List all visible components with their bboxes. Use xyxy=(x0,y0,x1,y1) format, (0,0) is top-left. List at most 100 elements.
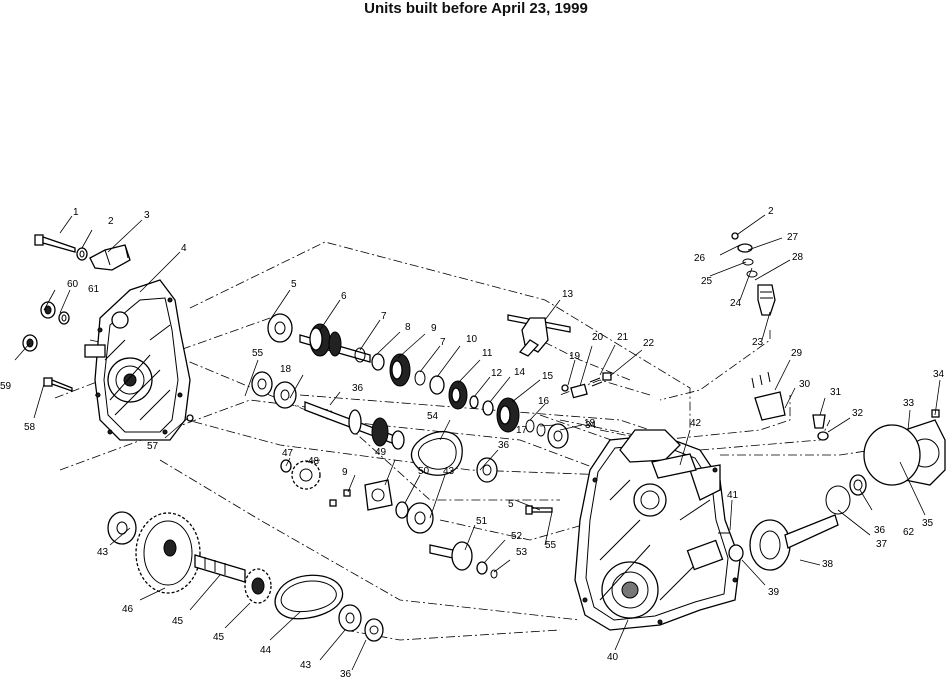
bracket-part-3 xyxy=(89,244,131,271)
callout-label: 9 xyxy=(342,467,348,478)
callout-label: 36 xyxy=(340,669,352,677)
callout-label: 33 xyxy=(903,398,915,409)
washer-part-2 xyxy=(76,247,88,261)
callout-label: 55 xyxy=(545,540,557,551)
callout-label: 55 xyxy=(252,348,264,359)
callout-label: 31 xyxy=(830,387,842,398)
rings-parts-7-10 xyxy=(414,370,445,395)
bearing-parts-36-18-left xyxy=(251,371,297,409)
rings-parts-51-45 xyxy=(395,501,434,534)
callout-label: 21 xyxy=(617,332,629,343)
callout-leaders xyxy=(14,214,941,671)
shaft-part-52 xyxy=(429,541,473,571)
bearing-part-5-lower xyxy=(476,457,498,483)
callout-label: 5 xyxy=(291,279,297,290)
rings-parts-16-17 xyxy=(525,419,546,437)
callout-label: 9 xyxy=(431,323,437,334)
output-shaft-part-38 xyxy=(749,514,839,571)
detent-parts-19-22 xyxy=(561,372,612,399)
callout-label: 5 xyxy=(508,499,514,510)
callout-label: 46 xyxy=(122,604,134,615)
shaft-part-57 xyxy=(304,401,405,450)
callout-label: 11 xyxy=(482,348,493,359)
callout-label: 57 xyxy=(147,441,159,452)
callout-label: 35 xyxy=(922,518,934,529)
bearing-part-43-left xyxy=(107,511,137,545)
callout-label: 8 xyxy=(405,322,411,333)
left-cover-housing xyxy=(84,279,191,441)
callout-label: 62 xyxy=(903,527,915,538)
bearing-parts-43-36-lower xyxy=(338,604,384,642)
shaft-part-46 xyxy=(194,554,246,583)
callout-label: 49 xyxy=(375,447,387,458)
callout-label: 51 xyxy=(476,516,488,527)
callout-label: 38 xyxy=(822,559,834,570)
callout-label: 36 xyxy=(498,440,510,451)
gear-part-9 xyxy=(389,353,411,387)
bracket-parts-29-30 xyxy=(751,371,786,421)
rings-parts-7-8 xyxy=(354,347,385,371)
rings-parts-12-14 xyxy=(469,395,494,416)
callout-label: 40 xyxy=(607,652,619,663)
callout-label: 48 xyxy=(308,456,320,467)
callout-label: 18 xyxy=(280,364,292,375)
callout-label: 1 xyxy=(73,207,79,218)
callout-label: 52 xyxy=(511,531,523,542)
callout-labels: 1 2 3 4 5 6 7 8 9 7 10 11 12 13 14 15 16… xyxy=(0,206,945,677)
seal-rings-36-37 xyxy=(825,474,867,515)
callout-label: 14 xyxy=(514,367,526,378)
callout-label: 6 xyxy=(341,291,347,302)
callout-label: 25 xyxy=(701,276,713,287)
callout-label: 24 xyxy=(730,298,742,309)
callout-label: 27 xyxy=(787,232,799,243)
bearing-part-18-right xyxy=(547,423,569,449)
callout-label: 43 xyxy=(97,547,109,558)
callout-label: 23 xyxy=(752,337,764,348)
main-transmission-housing xyxy=(574,429,741,631)
sensor-stack-parts-23-28 xyxy=(731,232,776,316)
shift-fork-part-13 xyxy=(507,314,571,357)
callout-label: 4 xyxy=(181,243,187,254)
callout-label: 10 xyxy=(466,334,478,345)
callout-label: 3 xyxy=(144,210,150,221)
callout-label: 58 xyxy=(24,422,36,433)
callout-label: 12 xyxy=(491,368,503,379)
bracket-part-50-34 xyxy=(329,479,393,511)
large-gear-part-47 xyxy=(135,512,201,594)
bearing-part-5-upper xyxy=(267,313,293,343)
callout-label: 41 xyxy=(727,490,739,501)
gear-shaft-part-6 xyxy=(299,323,371,363)
chain-part-44 xyxy=(274,574,344,620)
callout-label: 60 xyxy=(67,279,79,290)
gear-part-11 xyxy=(448,380,468,410)
callout-label: 36 xyxy=(352,383,364,394)
callout-label: 16 xyxy=(538,396,550,407)
callout-label: 20 xyxy=(592,332,604,343)
callout-label: 2 xyxy=(108,216,114,227)
callout-label: 45 xyxy=(213,632,225,643)
callout-label: 54 xyxy=(427,411,439,422)
seal-parts-61-62 xyxy=(40,301,70,325)
callout-label: 34 xyxy=(585,420,597,431)
rings-parts-53-54 xyxy=(476,561,498,579)
bushing-part-39 xyxy=(728,544,744,562)
callout-label: 13 xyxy=(562,289,574,300)
callout-label: 17 xyxy=(516,425,528,436)
callout-label: 15 xyxy=(542,371,554,382)
gasket-part-35 xyxy=(863,424,921,486)
callout-label: 18 xyxy=(584,418,596,429)
callout-label: 43 xyxy=(300,660,312,671)
plate-part-42 xyxy=(651,453,697,479)
chain-part-56 xyxy=(410,431,463,476)
callout-label: 2 xyxy=(768,206,774,217)
callout-label: 59 xyxy=(0,381,12,392)
callout-label: 39 xyxy=(768,587,780,598)
callout-label: 7 xyxy=(381,311,387,322)
callout-label: 19 xyxy=(569,351,581,362)
callout-label: 22 xyxy=(643,338,655,349)
callout-label: 30 xyxy=(799,379,811,390)
callout-label: 7 xyxy=(440,337,446,348)
callout-label: 47 xyxy=(282,448,294,459)
callout-label: 36 xyxy=(874,525,886,536)
bolt-part-59 xyxy=(43,377,73,392)
